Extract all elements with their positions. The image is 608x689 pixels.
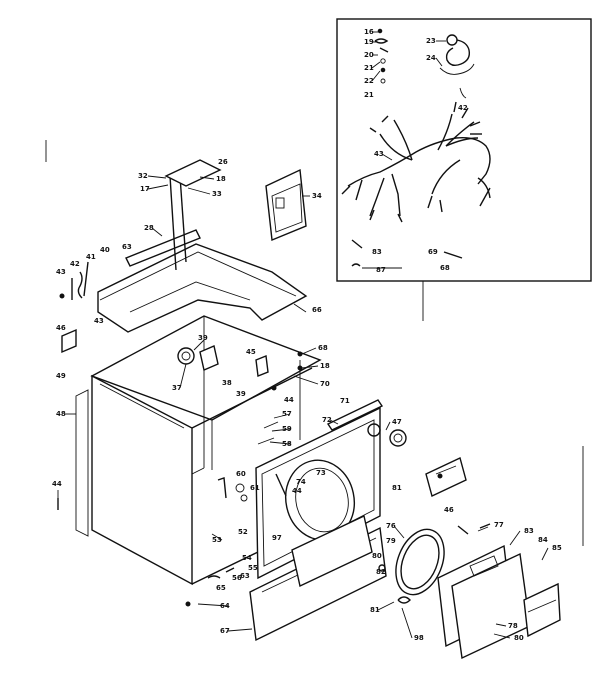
leader-lines	[57, 31, 549, 639]
callout-26: 26	[218, 158, 228, 166]
callout-66: 66	[312, 306, 322, 314]
callout-60: 60	[236, 470, 246, 478]
callout-20: 20	[364, 51, 374, 59]
callout-18: 18	[216, 175, 226, 183]
callout-38: 38	[222, 379, 232, 387]
callout-37: 37	[172, 384, 182, 392]
callout-69: 69	[428, 248, 438, 256]
left-hardware	[59, 261, 89, 354]
rear-panel	[265, 168, 307, 242]
callout-71: 71	[340, 397, 350, 405]
callout-80: 80	[372, 552, 382, 560]
callout-28: 28	[144, 224, 154, 232]
callout-81b: 81	[370, 606, 380, 614]
callout-72: 72	[322, 416, 332, 424]
callout-41: 41	[86, 253, 96, 261]
callout-49: 49	[56, 372, 66, 380]
callout-52: 52	[238, 528, 248, 536]
callout-24: 24	[426, 54, 436, 62]
margin-marks	[45, 140, 584, 546]
callout-83b: 83	[524, 527, 534, 535]
control-bracket	[125, 159, 222, 271]
callout-65: 65	[216, 584, 226, 592]
callout-74: 74	[296, 478, 306, 486]
callout-61: 61	[250, 484, 260, 492]
hinge-bracket	[425, 457, 467, 497]
cabinet-internals	[57, 345, 303, 607]
callout-47: 47	[392, 418, 402, 426]
callout-21b: 21	[364, 91, 374, 99]
callout-16: 16	[364, 28, 374, 36]
callout-77: 77	[494, 521, 504, 529]
callout-34: 34	[312, 192, 322, 200]
callout-39: 39	[198, 334, 208, 342]
callout-63b: 63	[240, 572, 250, 580]
callout-23: 23	[426, 37, 436, 45]
callout-78: 78	[508, 622, 518, 630]
callout-labels: 16 19 20 21 22 21 23 24 42 43 83 69 68 8…	[52, 28, 562, 642]
callout-73: 73	[316, 469, 326, 477]
callout-76: 76	[386, 522, 396, 530]
callout-53: 53	[212, 536, 222, 544]
callout-45: 45	[246, 348, 256, 356]
callout-57: 57	[282, 410, 292, 418]
callout-43-b: 43	[94, 317, 104, 325]
callout-68b: 68	[318, 344, 328, 352]
cabinet	[75, 315, 322, 586]
callout-46: 46	[56, 324, 66, 332]
callout-19: 19	[364, 38, 374, 46]
front-panel	[255, 399, 407, 580]
callout-46b: 46	[444, 506, 454, 514]
callout-42-left: 42	[70, 260, 80, 268]
callout-32: 32	[138, 172, 148, 180]
callout-67: 67	[220, 627, 230, 635]
callout-68: 68	[440, 264, 450, 272]
callout-17: 17	[140, 185, 150, 193]
callout-39b: 39	[236, 390, 246, 398]
callout-43-left: 43	[56, 268, 66, 276]
callout-22: 22	[364, 77, 374, 85]
callout-79: 79	[386, 537, 396, 545]
callout-44b: 44	[292, 487, 302, 495]
callout-98: 98	[414, 634, 424, 642]
callout-80b: 80	[514, 634, 524, 642]
callout-70: 70	[320, 380, 330, 388]
callout-82: 82	[376, 568, 386, 576]
door-assembly	[378, 523, 561, 660]
callout-43: 43	[374, 150, 384, 158]
callout-56: 56	[232, 574, 242, 582]
callout-87: 87	[376, 266, 386, 274]
callout-48: 48	[56, 410, 66, 418]
callout-97: 97	[272, 534, 282, 542]
callout-63: 63	[122, 243, 132, 251]
callout-44c: 44	[52, 480, 62, 488]
callout-84: 84	[538, 536, 548, 544]
callout-54: 54	[242, 554, 252, 562]
callout-42: 42	[458, 104, 468, 112]
lower-panel	[291, 514, 373, 588]
wiring-harness-inset	[336, 18, 592, 282]
callout-44: 44	[284, 396, 294, 404]
top-panel	[97, 243, 308, 333]
callout-55: 55	[248, 564, 258, 572]
callout-18b: 18	[320, 362, 330, 370]
callout-33: 33	[212, 190, 222, 198]
callout-21: 21	[364, 64, 374, 72]
callout-81: 81	[392, 484, 402, 492]
door-seal	[395, 528, 445, 596]
callout-40: 40	[100, 246, 110, 254]
callout-85: 85	[552, 544, 562, 552]
callout-83: 83	[372, 248, 382, 256]
